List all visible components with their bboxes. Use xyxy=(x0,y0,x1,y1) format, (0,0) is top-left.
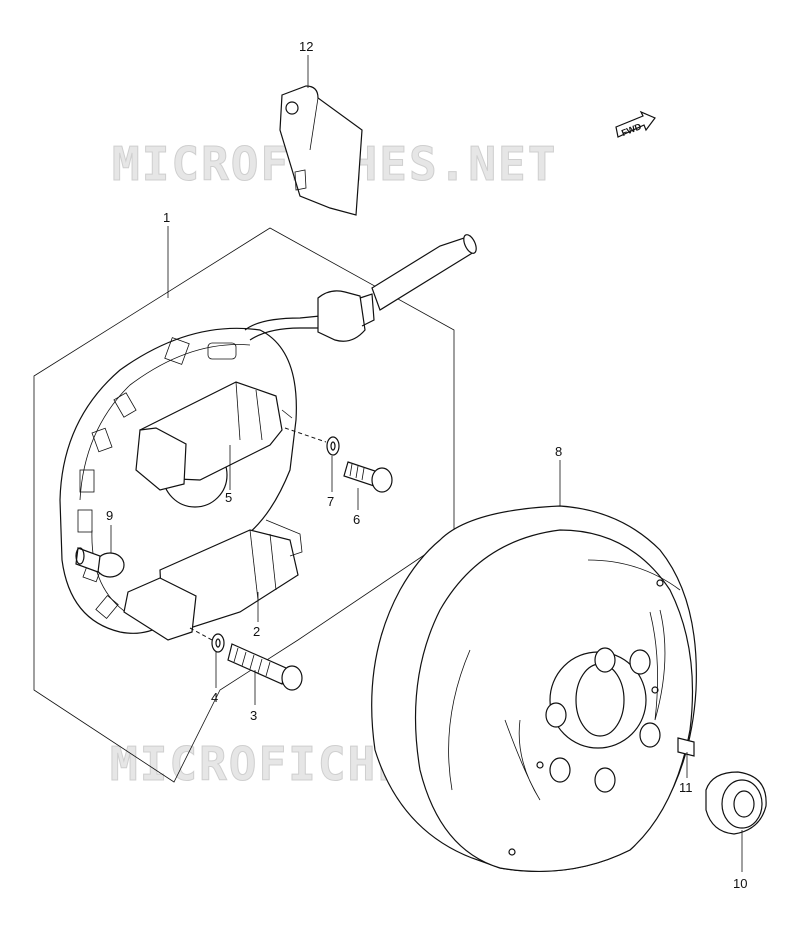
part-label-12[interactable]: 12 xyxy=(299,39,313,54)
screw-part-9 xyxy=(75,547,125,578)
assembly-line-3 xyxy=(189,627,213,641)
key-part-11 xyxy=(677,737,695,757)
bracket-part-12 xyxy=(279,85,363,216)
part-label-1[interactable]: 1 xyxy=(163,210,170,225)
washer-part-7 xyxy=(326,436,340,456)
coil-part-5 xyxy=(135,381,293,491)
wire-harness xyxy=(244,234,477,342)
part-label-9[interactable]: 9 xyxy=(106,508,113,523)
part-label-4[interactable]: 4 xyxy=(211,690,218,705)
part-label-2[interactable]: 2 xyxy=(253,624,260,639)
part-label-8[interactable]: 8 xyxy=(555,444,562,459)
screw-part-6 xyxy=(343,461,393,493)
part-label-5[interactable]: 5 xyxy=(225,490,232,505)
nut-part-10 xyxy=(705,771,767,835)
fwd-arrow-icon: FWD xyxy=(615,110,656,138)
part-label-6[interactable]: 6 xyxy=(353,512,360,527)
leader-lines xyxy=(110,55,743,872)
part-label-3[interactable]: 3 xyxy=(250,708,257,723)
screw-part-3 xyxy=(227,643,303,691)
washer-part-4 xyxy=(211,633,225,653)
part-label-10[interactable]: 10 xyxy=(733,876,747,891)
assembly-line-6 xyxy=(284,427,327,443)
assembly-outline xyxy=(33,227,455,783)
coil-part-2 xyxy=(123,519,303,641)
flywheel-part-8 xyxy=(371,505,697,872)
part-label-11[interactable]: 11 xyxy=(679,780,693,795)
part-label-7[interactable]: 7 xyxy=(327,494,334,509)
